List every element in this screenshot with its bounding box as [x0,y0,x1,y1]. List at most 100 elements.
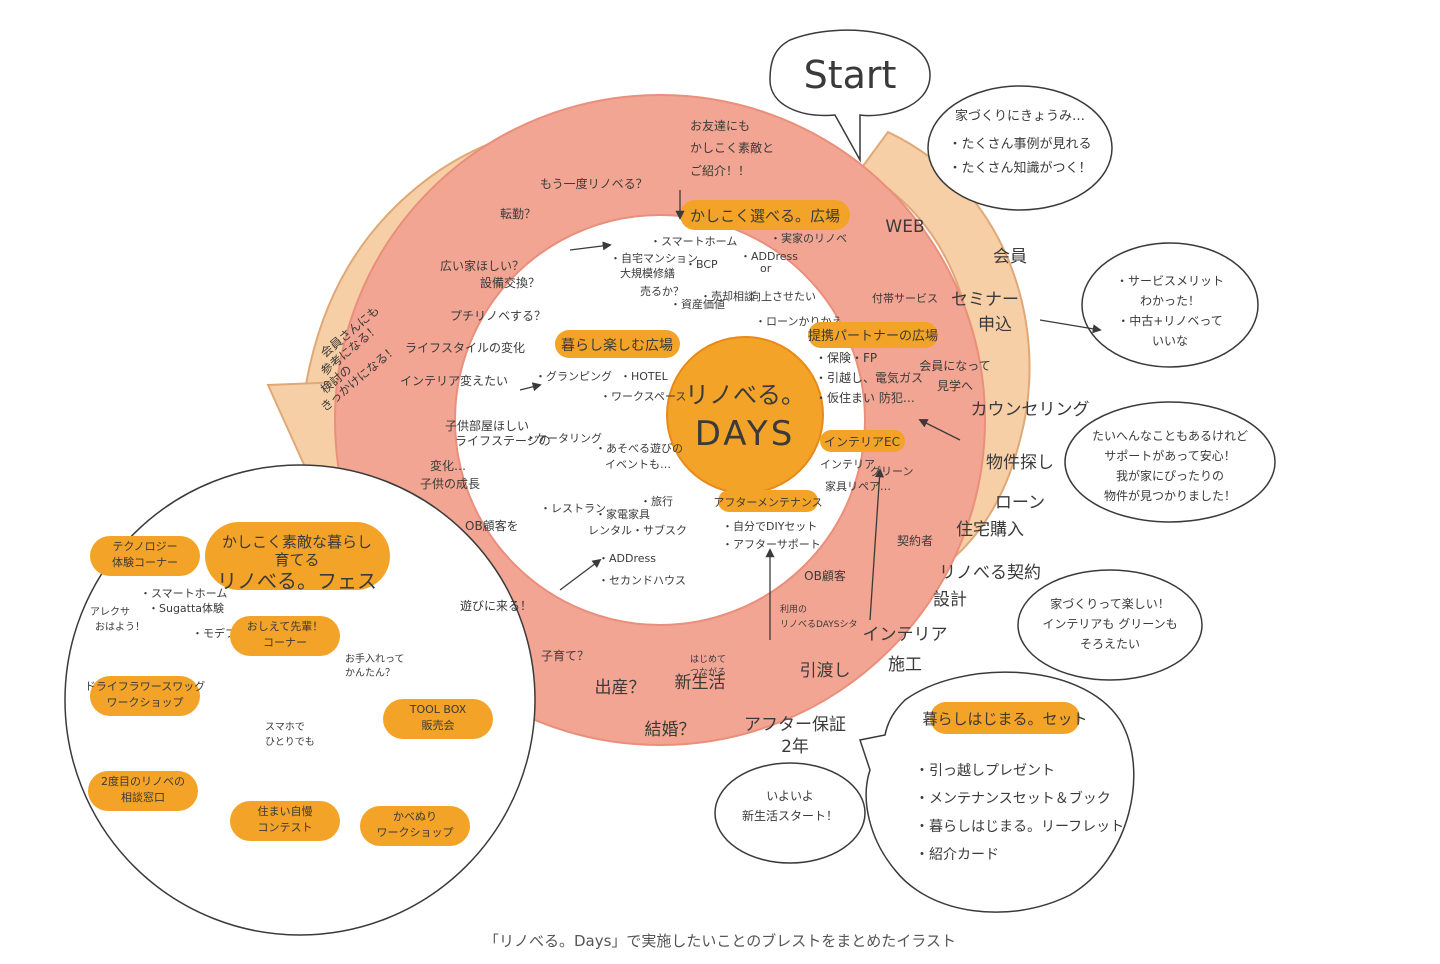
pink-ring-outer-edge [334,94,986,746]
right-bubble-2-line: サポートがあって安心！ [1104,448,1235,463]
festival-corner-subtitle: コーナー [263,636,307,649]
ring-note: 遊びに来る！ [460,598,532,613]
section-title: 提携パートナーの広場 [808,328,938,344]
right-bubble-4-line: いよいよ [766,789,814,803]
right-bubble-2-line: たいへんなこともあるけれど [1092,429,1248,443]
small-note: つながる [690,666,726,678]
small-note: 利用の [780,603,807,615]
start-bubble-shape [769,29,931,163]
right-bubble-1-line: ・中古+リノベって [1117,313,1222,328]
section-item: ・ADDress [598,552,656,565]
section-item: ・スマートホーム [650,235,737,248]
set-title: 暮らしはじまる。セット [922,710,1087,728]
festival-corner-item: ・Sugatta体験 [148,601,224,615]
right-bubble-4-line: 新生活スタート！ [742,808,838,823]
journey-step: インテリア [863,625,948,645]
right-bubble-1-line: いいな [1152,334,1188,348]
center-title-line2: DAYS [695,414,796,454]
right-bubble-3-line: そろえたい [1080,637,1140,651]
section-pill-smart [680,200,850,230]
right-bubble-2-line: 我が家にぴったりの [1116,468,1224,483]
ring-note: 子供部屋ほしい [445,418,529,433]
festival-corner-pill [383,699,493,739]
ring-note: ライフスタイルの変化 [405,340,525,355]
festival-title: 育てる [274,551,319,569]
set-item: ・メンテナンスセット＆ブック [915,790,1111,807]
journey-step: 出産？ [595,678,646,698]
arrow [1039,319,1102,334]
section-item: ・売却相談 [700,289,755,303]
section-title: 暮らし楽しむ広場 [561,338,673,354]
section-item: ・あそべる遊びの [595,441,683,455]
festival-corner-title: おしえて先輩！ [247,619,323,633]
journey-step: 新生活 [675,673,726,693]
center-title-line1: リノべる。 [685,381,805,409]
festival-title: リノべる。フェス [217,569,377,593]
festival-corner-subtitle: ワークショップ [377,826,454,839]
journey-step: カウンセリング [971,400,1090,420]
festival-note: アレクサ [90,606,130,618]
journey-step: 設計 [933,590,967,610]
center-circle: リノべる。 DAYS [666,336,824,494]
festival-corner-subtitle: 体験コーナー [112,555,178,569]
section-item: グリーン [870,464,913,478]
journey-step: ローン [995,493,1045,513]
section-item: ・資産価値 [670,298,725,311]
small-note: リノべるDAYSシタ [780,619,857,630]
section-pill-enjoy [555,330,680,358]
section-item: ・実家のリノベ [770,231,847,245]
set-item: ・紹介カード [915,847,999,863]
journey-step: 契約者 [897,533,933,548]
section-pill-after [718,490,818,512]
section-item: イベントも… [605,458,671,471]
festival-corner-pill [230,616,340,656]
section-item: ・HOTEL [620,370,669,383]
right-bubble-2-line: 物件が見つかりました！ [1104,488,1236,503]
section-title: かしこく選べる。広場 [690,207,840,225]
festival-note: かんたん？ [345,667,395,679]
ring-note: プチリノベする？ [450,309,546,323]
festival-corner-title: かべぬり [393,810,437,823]
section-item: or [760,262,772,275]
section-item: ・グランピング [535,369,612,383]
ring-note: ご紹介！！ [690,163,750,178]
festival-corner-pill [230,801,340,841]
section-item: 向上させたい [750,289,816,303]
festival-note: お手入れって [345,652,405,665]
top-bubble-title: 家づくりにきょうみ… [955,108,1085,124]
festival-title: かしこく素敵な暮らし [222,533,372,551]
journey-step: 引渡し [800,661,851,681]
arrow [918,419,961,441]
ring-note: お友達にも [690,119,750,133]
ring-note: 広い家ほしい？ [440,258,524,273]
journey-step: 施工 [888,655,922,675]
journey-step: 会員になって [919,359,990,373]
arrow [559,558,602,591]
ring-note: 設備交換？ [480,275,540,290]
journey-step: リノべる契約 [939,563,1041,583]
festival-corner-title: ドライフラワースワッグ [85,679,205,693]
journey-step: WEB [885,217,924,237]
right-bubble-3-line: 家づくりって楽しい！ [1050,596,1169,611]
right-bubble-3-line: インテリアも グリーンも [1042,617,1177,631]
ring-note: 子供の成長 [420,477,480,491]
right-bubble-2-shape [1064,401,1276,523]
festival-corner-subtitle: 販売会 [422,719,455,732]
festival-corner-title: TOOL BOX [409,703,467,716]
festival-corner-subtitle: コンテスト [258,821,313,834]
right-bubble-4-shape [714,762,866,864]
journey-step: 住宅購入 [956,520,1024,540]
journey-step: 2年 [781,737,809,757]
section-item: 売るか？ [640,285,684,298]
section-item: 大規模修繕 [620,266,675,280]
start-label: Start [804,53,897,97]
journey-step: 物件探し [986,453,1054,473]
arrow [869,468,885,621]
set-title-pill [930,702,1080,734]
festival-corner-subtitle: ワークショップ [107,696,184,709]
section-item: ・レストラン [540,502,606,515]
ring-note: 転勤？ [500,207,536,221]
section-item: ・仮住まい 防犯… [815,390,915,405]
ring-note: ライフステージの [455,434,551,448]
